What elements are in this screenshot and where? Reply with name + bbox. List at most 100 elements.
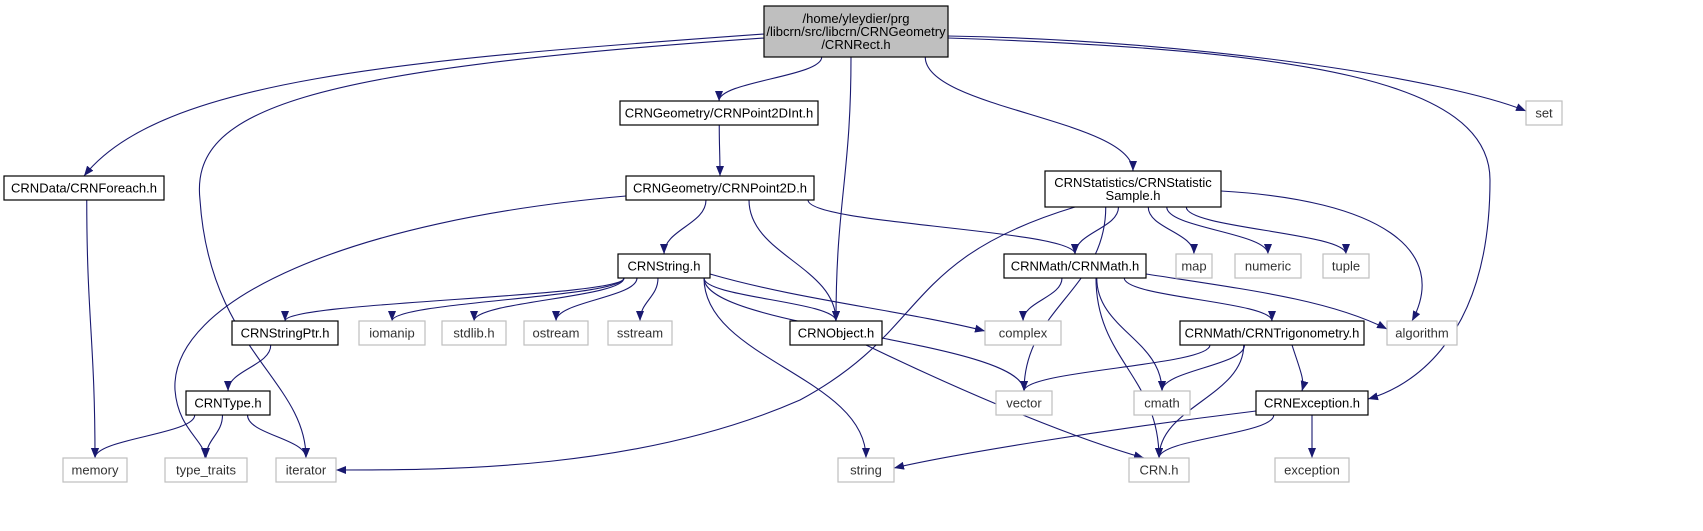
edge-crntype-to-type-traits [202,414,224,459]
edge-crnexception-to-crn [1155,414,1275,459]
node-box [1128,457,1190,483]
node-box [1525,100,1563,126]
node-crnexception[interactable]: CRNException.h [1255,390,1369,416]
node-label: iomanip [369,326,415,341]
edge-crntype-to-iterator [246,414,310,459]
node-box [3,175,165,201]
node-label: set [1535,106,1553,121]
node-label: CRNType.h [194,396,261,411]
edge-statsample-to-numeric [1166,206,1272,255]
node-vector[interactable]: vector [995,390,1053,416]
node-complex[interactable]: complex [984,320,1062,346]
node-label: /libcrn/src/libcrn/CRNGeometry [766,24,946,39]
edge-crnstring-to-iomanip [388,277,625,322]
node-label: CRN.h [1139,463,1178,478]
edge-trig-to-vector [1020,344,1211,392]
node-point2d[interactable]: CRNGeometry/CRNPoint2D.h [625,175,815,201]
node-ostream[interactable]: ostream [523,320,589,346]
node-box [1274,457,1350,483]
edge-crnmath-to-complex [1019,277,1063,322]
node-box [358,320,426,346]
node-algorithm[interactable]: algorithm [1386,320,1458,346]
edge-crnstring-to-stringptr [281,277,625,322]
node-label: CRNGeometry/CRNPoint2DInt.h [625,106,814,121]
node-type-traits[interactable]: type_traits [164,457,248,483]
node-box [1255,390,1369,416]
node-crn[interactable]: CRN.h [1128,457,1190,483]
edge-crnmath-to-cmath [1096,277,1166,392]
node-box [617,253,711,279]
node-label: CRNMath/CRNMath.h [1011,259,1140,274]
node-crnmath[interactable]: CRNMath/CRNMath.h [1003,253,1147,279]
node-box [789,320,883,346]
node-stdlib[interactable]: stdlib.h [441,320,507,346]
node-tuple[interactable]: tuple [1322,253,1370,279]
node-label: CRNStringPtr.h [241,326,330,341]
node-label: CRNData/CRNForeach.h [11,181,157,196]
node-string[interactable]: string [837,457,895,483]
edge-point2d-to-crnstring [660,199,707,255]
node-exception[interactable]: exception [1274,457,1350,483]
edge-crnstring-to-sstream [636,277,659,322]
edge-root-to-crnexception [947,37,1491,401]
node-label: CRNGeometry/CRNPoint2D.h [633,181,807,196]
edge-crnstring-to-stdlib [470,277,625,322]
edge-point2d-to-type-traits [174,195,627,459]
edge-trig-to-cmath [1158,344,1246,392]
edge-crnstring-to-ostream [552,277,638,322]
node-label: type_traits [176,463,236,478]
node-label: CRNStatistics/CRNStatistic [1054,175,1212,190]
edge-root-to-foreach [83,33,765,177]
node-stringptr[interactable]: CRNStringPtr.h [231,320,339,346]
node-label: tuple [1332,259,1360,274]
node-box [1386,320,1458,346]
node-iomanip[interactable]: iomanip [358,320,426,346]
node-trig[interactable]: CRNMath/CRNTrigonometry.h [1179,320,1365,346]
edge-point2d-to-crnmath [807,199,1079,255]
node-label: string [850,463,882,478]
node-label: exception [1284,463,1340,478]
edge-crnmath-to-algorithm [1145,273,1388,330]
node-label: CRNObject.h [798,326,875,341]
node-map[interactable]: map [1175,253,1213,279]
node-box [607,320,673,346]
node-label: /home/yleydier/prg [803,11,910,26]
edge-root-to-iterator [198,37,765,459]
edge-statsample-to-tuple [1185,206,1350,255]
node-label: algorithm [1395,326,1448,341]
node-root[interactable]: /home/yleydier/prg/libcrn/src/libcrn/CRN… [763,5,949,58]
node-memory[interactable]: memory [62,457,128,483]
node-crnstring[interactable]: CRNString.h [617,253,711,279]
edge-trig-to-crn [1155,344,1245,459]
edge-root-to-statsample [924,56,1137,172]
edge-statsample-to-iterator [335,206,1076,474]
node-crnobject[interactable]: CRNObject.h [789,320,883,346]
node-box [1179,320,1365,346]
node-label: /CRNRect.h [821,37,890,52]
node-foreach[interactable]: CRNData/CRNForeach.h [3,175,165,201]
node-box [523,320,589,346]
node-numeric[interactable]: numeric [1234,253,1302,279]
node-set[interactable]: set [1525,100,1563,126]
node-label: CRNString.h [628,259,701,274]
node-cmath[interactable]: cmath [1133,390,1191,416]
edge-crnmath-to-trig [1123,277,1276,322]
node-sstream[interactable]: sstream [607,320,673,346]
node-box [837,457,895,483]
node-label: numeric [1245,259,1292,274]
node-box [1234,253,1302,279]
edge-statsample-to-algorithm [1220,190,1423,322]
node-label: sstream [617,326,663,341]
edges-layer [83,33,1527,474]
node-box [164,457,248,483]
node-crntype[interactable]: CRNType.h [185,390,271,416]
node-point2dint[interactable]: CRNGeometry/CRNPoint2DInt.h [619,100,819,126]
node-box [1133,390,1191,416]
node-box [1003,253,1147,279]
edge-stringptr-to-crntype [224,344,272,392]
node-iterator[interactable]: iterator [275,457,337,483]
node-label: stdlib.h [453,326,494,341]
edge-crnstring-to-complex [709,273,986,333]
